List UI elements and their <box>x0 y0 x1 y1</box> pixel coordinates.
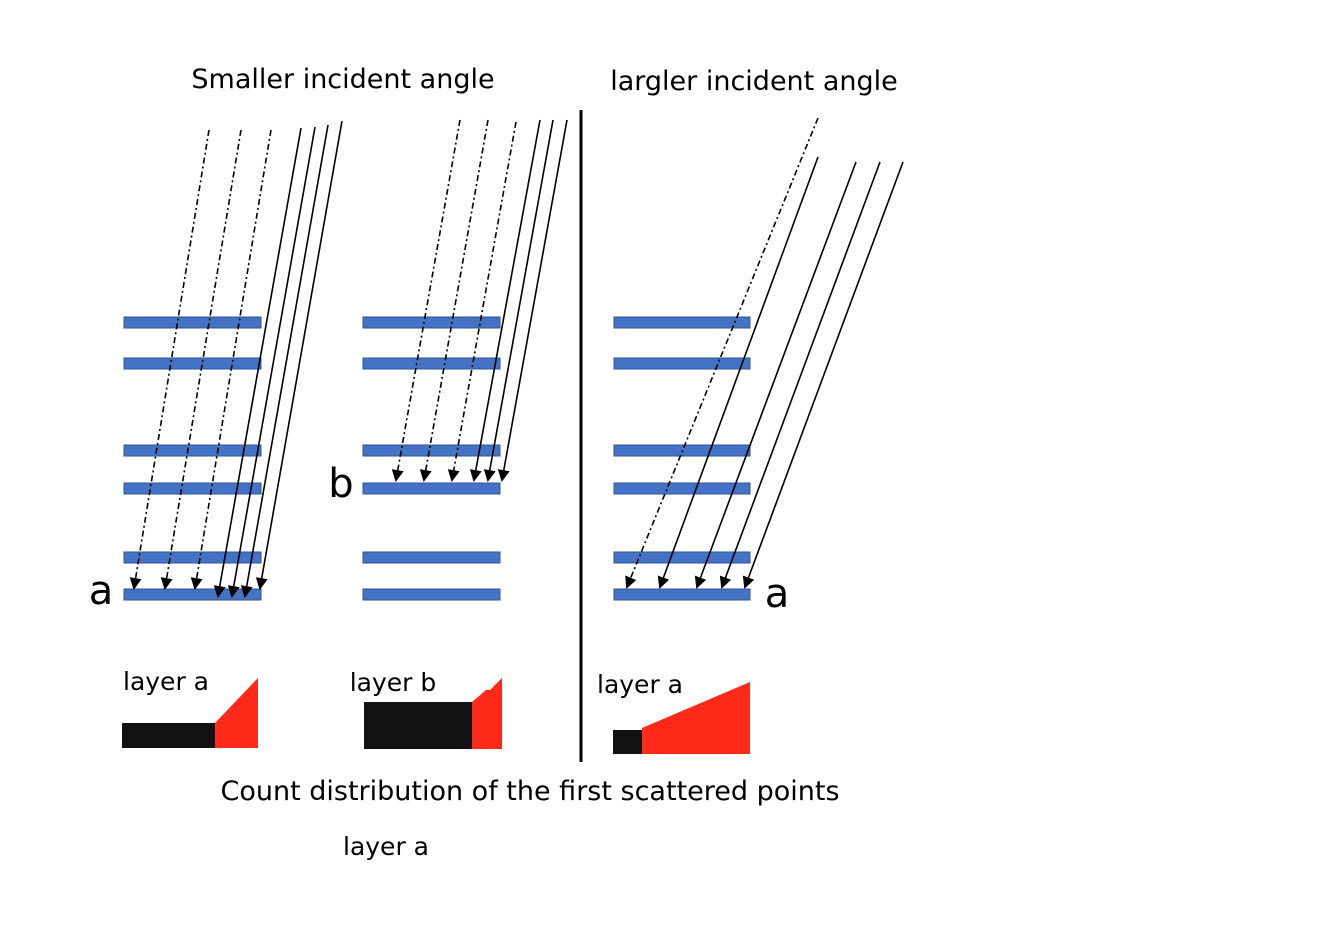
left-layer-2 <box>123 357 262 370</box>
right-ray-2 <box>657 156 819 589</box>
right-ray-1 <box>625 117 819 589</box>
hist-ramp-red-middle <box>472 678 502 749</box>
rays-middle <box>391 119 568 482</box>
layer-label-a-left: a <box>89 568 114 614</box>
hist-ramp-red-left <box>215 678 258 748</box>
right-layer-5 <box>613 551 751 564</box>
middle-layer-1 <box>362 316 501 329</box>
middle-ray-4 <box>469 119 541 482</box>
middle-ray-3 <box>447 121 517 482</box>
layer-label-a-right: a <box>765 571 790 617</box>
middle-layer-5 <box>362 551 501 564</box>
hist-bar-black-right <box>613 730 643 754</box>
left-ray-7 <box>255 120 343 590</box>
right-ray-5 <box>742 161 904 589</box>
middle-layer-4 <box>362 482 501 495</box>
hist-bar-black-middle <box>364 702 474 749</box>
caption-sub: layer a <box>343 832 429 861</box>
histogram-left <box>122 678 258 748</box>
hist-label-middle: layer b <box>350 668 437 697</box>
left-layer-3 <box>123 444 262 457</box>
middle-ray-5 <box>483 119 554 482</box>
rays-left <box>129 120 343 598</box>
layer-stack-right <box>613 316 751 601</box>
middle-layer-3 <box>362 444 501 457</box>
layer-stack-middle <box>362 316 501 601</box>
hist-label-left: layer a <box>123 667 209 696</box>
layer-stack-left <box>123 316 262 601</box>
left-ray-4 <box>213 127 302 598</box>
left-ray-5 <box>227 126 316 598</box>
histogram-right <box>613 682 750 754</box>
left-layer-1 <box>123 316 262 329</box>
middle-layer-2 <box>362 357 501 370</box>
middle-ray-6 <box>497 119 568 482</box>
middle-ray-1 <box>391 119 461 482</box>
left-layer-5 <box>123 551 262 564</box>
rays-right <box>625 117 904 589</box>
left-layer-4 <box>123 482 262 495</box>
right-ray-3 <box>694 161 857 589</box>
left-title: Smaller incident angle <box>191 64 494 95</box>
right-layer-2 <box>613 357 751 370</box>
middle-ray-2 <box>419 119 489 482</box>
caption: Count distribution of the first scattere… <box>220 776 839 807</box>
hist-bar-black-left <box>122 723 216 748</box>
middle-layer-6 <box>362 588 501 601</box>
right-ray-4 <box>719 161 881 589</box>
hist-label-right: layer a <box>597 670 683 699</box>
left-layer-6 <box>123 588 262 601</box>
right-layer-6 <box>613 588 751 601</box>
right-layer-4 <box>613 482 751 495</box>
hist-ramp-red-right <box>642 682 750 754</box>
histogram-middle <box>364 678 502 749</box>
right-layer-1 <box>613 316 751 329</box>
layer-label-b-middle: b <box>328 461 353 507</box>
right-title: largler incident angle <box>610 66 898 97</box>
left-ray-6 <box>240 124 329 598</box>
